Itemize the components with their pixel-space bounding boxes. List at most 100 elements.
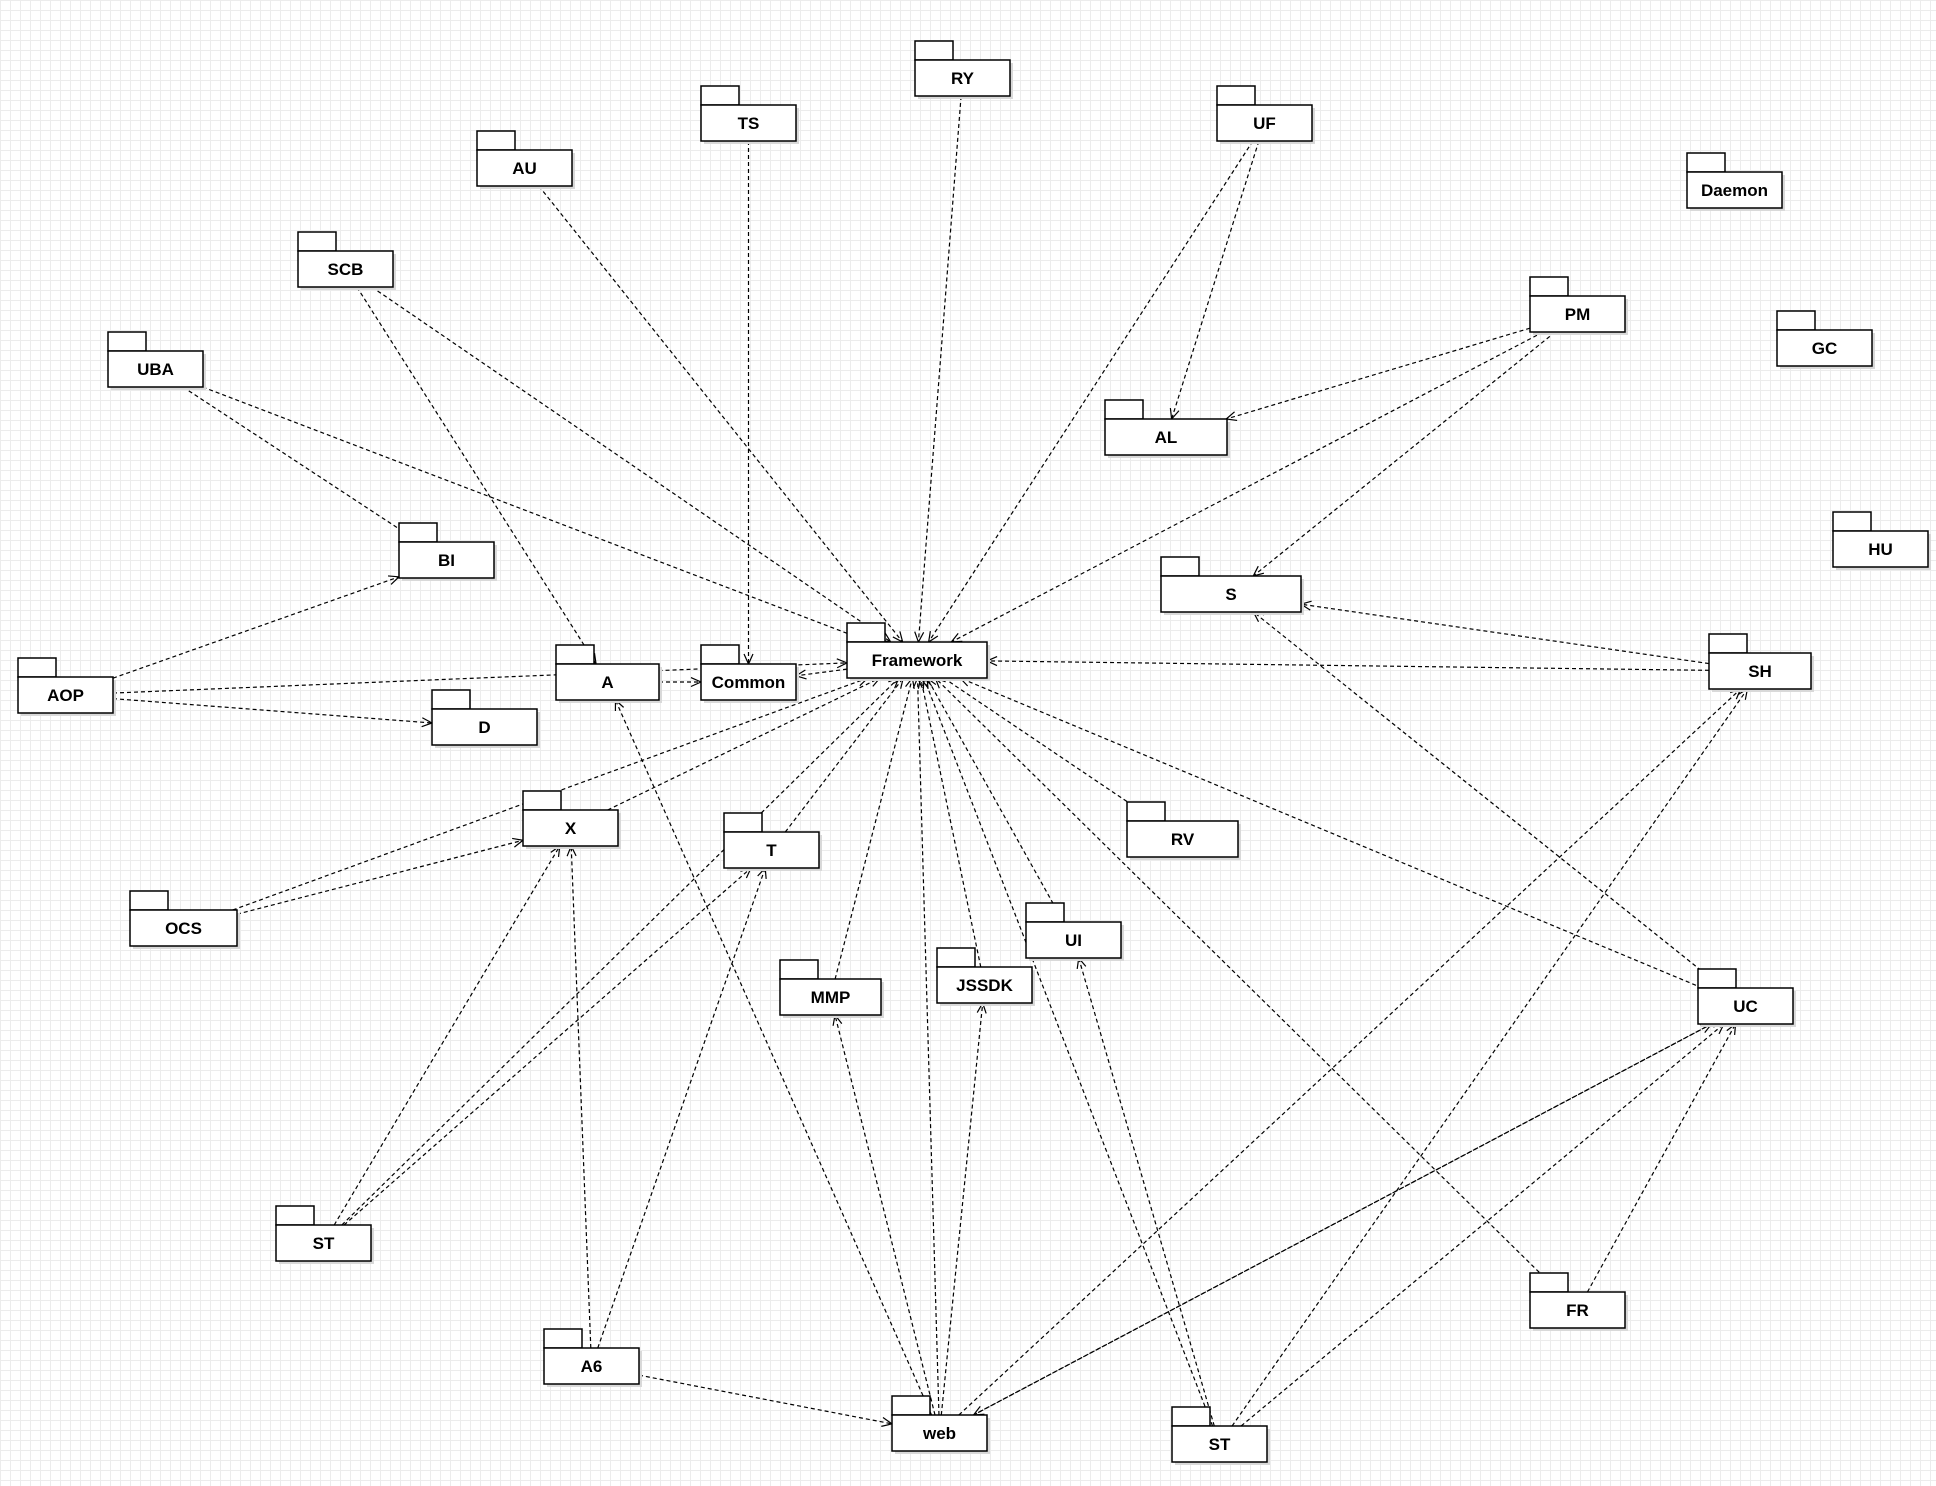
package-a6[interactable]: A6	[543, 1328, 642, 1387]
package-mmp[interactable]: MMP	[779, 959, 884, 1018]
package-st1[interactable]: ST	[275, 1205, 374, 1264]
package-ui[interactable]: UI	[1025, 902, 1124, 961]
package-body	[914, 59, 1011, 97]
package-ocs[interactable]: OCS	[129, 890, 240, 949]
package-ts[interactable]: TS	[700, 85, 799, 144]
dependency-line	[795, 668, 848, 677]
package-au[interactable]: AU	[476, 130, 575, 189]
dependency-line	[597, 867, 766, 1349]
dependency-edge-TS-to-Common	[743, 141, 754, 666]
package-label: JSSDK	[956, 976, 1013, 995]
package-sh[interactable]: SH	[1708, 633, 1814, 692]
dependency-line	[1253, 611, 1724, 989]
dependency-edge-AOP-to-D	[112, 698, 434, 728]
package-label: HU	[1868, 540, 1893, 559]
package-label: MMP	[811, 988, 851, 1007]
dependency-edge-ST2-to-UC	[1240, 1023, 1726, 1427]
dependency-line	[958, 688, 1742, 1416]
open-arrowhead	[950, 632, 963, 643]
package-body	[1104, 418, 1228, 456]
dependency-edge-ST1-to-T	[343, 867, 753, 1226]
dependency-edge-SCB-to-A	[356, 286, 597, 666]
dependency-edge-ST2-to-SH	[1231, 687, 1749, 1427]
package-gc[interactable]: GC	[1776, 310, 1875, 369]
dependency-line	[951, 331, 1544, 643]
package-t[interactable]: T	[723, 812, 822, 871]
package-common[interactable]: Common	[700, 644, 799, 703]
dependency-line	[202, 386, 871, 643]
dependency-edge-web-to-A	[614, 698, 933, 1416]
package-label: S	[1225, 585, 1236, 604]
package-fr[interactable]: FR	[1529, 1272, 1628, 1331]
package-label: UBA	[137, 360, 174, 379]
package-tab	[1104, 399, 1144, 420]
package-label: web	[922, 1424, 956, 1443]
package-al[interactable]: AL	[1104, 399, 1230, 458]
package-label: SCB	[328, 260, 364, 279]
dependency-line	[834, 677, 913, 980]
package-hu[interactable]: HU	[1832, 511, 1931, 570]
package-tab	[543, 1328, 583, 1349]
package-tab	[1171, 1406, 1211, 1427]
package-framework[interactable]: Framework	[846, 622, 990, 681]
package-label: AOP	[47, 686, 84, 705]
dependency-line	[182, 386, 420, 543]
package-aop[interactable]: AOP	[17, 657, 116, 716]
package-label: A6	[581, 1357, 603, 1376]
package-body	[1832, 530, 1929, 568]
dependency-edge-A-to-Common	[659, 676, 703, 688]
package-uba[interactable]: UBA	[107, 331, 206, 390]
package-bi[interactable]: BI	[398, 522, 497, 581]
open-arrowhead	[927, 631, 939, 644]
package-ry[interactable]: RY	[914, 40, 1013, 99]
dependency-line	[834, 1014, 936, 1416]
package-tab	[129, 890, 169, 911]
dependency-line	[940, 1002, 984, 1416]
package-pm[interactable]: PM	[1529, 276, 1628, 335]
dependency-line	[973, 1023, 1712, 1416]
package-tab	[398, 522, 438, 543]
package-st2[interactable]: ST	[1171, 1406, 1270, 1465]
package-body	[1160, 575, 1302, 613]
package-body	[936, 966, 1033, 1004]
package-a[interactable]: A	[555, 644, 662, 703]
dependency-line	[1231, 688, 1748, 1427]
dependency-line	[1300, 603, 1710, 665]
dependency-line	[538, 185, 904, 643]
package-uc[interactable]: UC	[1697, 968, 1796, 1027]
package-s[interactable]: S	[1160, 556, 1304, 615]
package-tab	[107, 331, 147, 352]
package-body	[476, 149, 573, 187]
package-tab	[297, 231, 337, 252]
package-tab	[522, 790, 562, 811]
package-daemon[interactable]: Daemon	[1686, 152, 1785, 211]
package-x[interactable]: X	[522, 790, 621, 849]
package-body	[1776, 329, 1873, 367]
dependency-line	[356, 286, 597, 665]
dependency-line	[1171, 140, 1260, 420]
dependency-edge-UC-to-S	[1252, 611, 1724, 989]
package-rv[interactable]: RV	[1126, 801, 1241, 860]
package-tab	[1776, 310, 1816, 331]
dependency-edge-AU-to-Framework	[538, 185, 904, 644]
package-body	[1025, 921, 1122, 959]
dependency-edge-MMP-to-Framework	[834, 676, 915, 980]
package-jssdk[interactable]: JSSDK	[936, 947, 1035, 1006]
package-web[interactable]: web	[891, 1395, 990, 1454]
package-scb[interactable]: SCB	[297, 231, 396, 290]
package-body	[1529, 295, 1626, 333]
dependency-edge-UBA-to-BI	[182, 386, 421, 543]
dependency-edge-ST1-to-X	[333, 844, 561, 1226]
dependency-line	[341, 677, 900, 1226]
package-d[interactable]: D	[431, 689, 540, 748]
package-label: A	[601, 673, 613, 692]
package-uf[interactable]: UF	[1216, 85, 1315, 144]
dependency-edge-SH-to-Framework	[985, 656, 1710, 671]
dependency-edge-AOP-to-BI	[112, 575, 401, 679]
package-label: Framework	[872, 651, 963, 670]
package-tab	[1708, 633, 1748, 654]
dependency-line	[112, 698, 433, 724]
package-tab	[700, 644, 740, 665]
